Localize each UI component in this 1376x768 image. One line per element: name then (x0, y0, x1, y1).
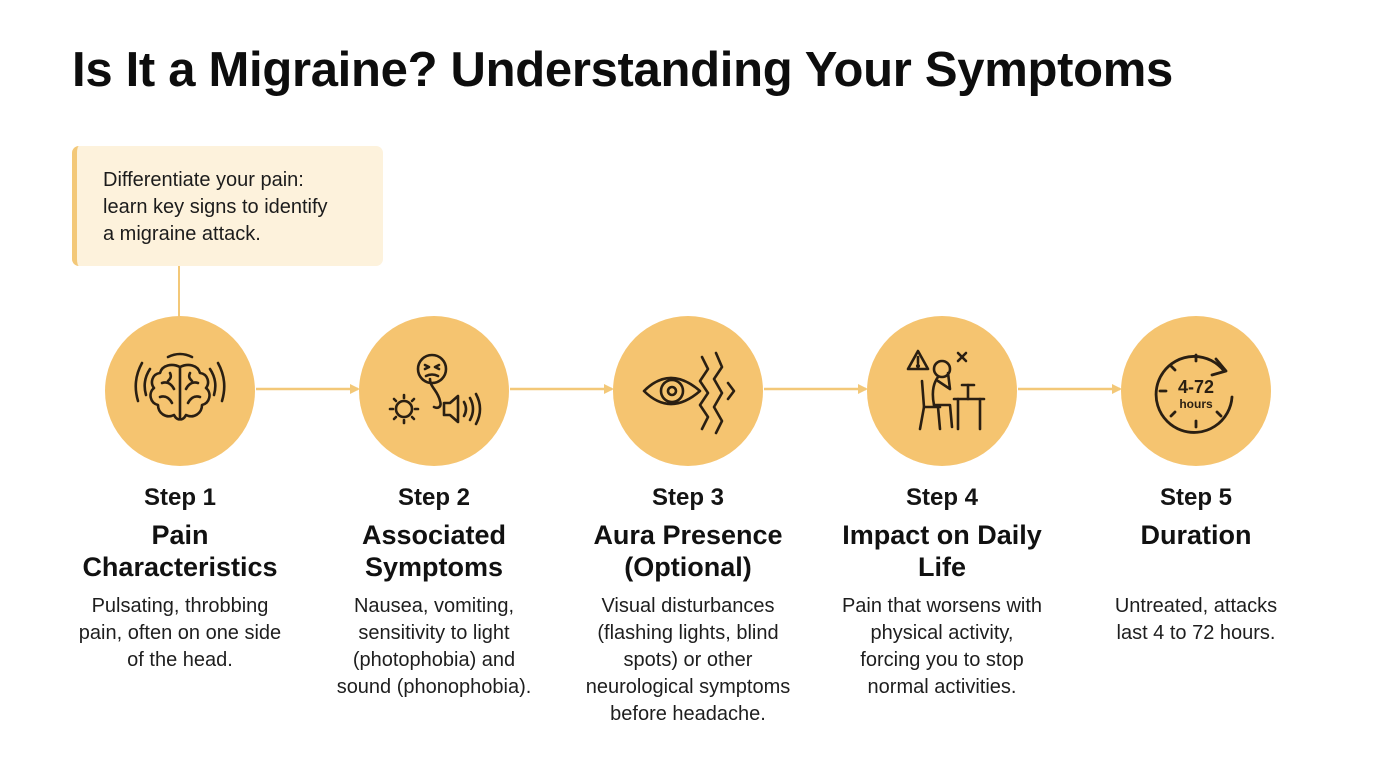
person-at-desk-icon (906, 349, 986, 431)
step-3-circle (613, 316, 763, 466)
step-4-title-line-2: Life (917, 552, 966, 582)
page-title: Is It a Migraine? Understanding Your Sym… (72, 43, 1173, 97)
step-2-desc-line-4: sound (phonophobia). (336, 676, 532, 698)
callout-connector-line (178, 266, 180, 318)
step-5: 4-72 hours Step 5 Duration Untreated, at… (1066, 316, 1326, 647)
step-2-title: Associated Symptoms (304, 519, 564, 583)
step-3-description: Visual disturbances (flashing lights, bl… (558, 593, 818, 728)
step-5-desc-line-1: Untreated, attacks (1114, 595, 1278, 617)
step-3-desc-line-3: spots) or other (623, 649, 753, 671)
step-2-number: Step 2 (397, 484, 471, 511)
callout-line-3: a migraine attack. (103, 223, 261, 245)
clock-unit-text: hours (1179, 397, 1213, 411)
step-1-circle (105, 316, 255, 466)
step-5-description: Untreated, attacks last 4 to 72 hours. (1066, 593, 1326, 647)
step-4-desc-line-4: normal activities. (867, 676, 1017, 698)
step-4-title: Impact on Daily Life (812, 519, 1072, 583)
step-1-title-line-1: Pain (151, 520, 209, 550)
step-4: Step 4 Impact on Daily Life Pain that wo… (812, 316, 1072, 701)
step-5-number: Step 5 (1159, 484, 1233, 511)
step-3-desc-line-1: Visual disturbances (601, 595, 775, 617)
step-3-desc-line-5: before headache. (610, 703, 766, 725)
step-4-desc-line-1: Pain that worsens with (841, 595, 1043, 617)
eye-aura-icon (642, 351, 736, 435)
step-2-circle (359, 316, 509, 466)
step-4-number: Step 4 (905, 484, 979, 511)
callout-line-2: learn key signs to identify (103, 196, 328, 218)
step-1-description: Pulsating, throbbing pain, often on one … (50, 593, 310, 674)
step-1-desc-line-2: pain, often on one side (78, 622, 282, 644)
step-2: Step 2 Associated Symptoms Nausea, vomit… (304, 316, 564, 701)
intro-callout: Differentiate your pain: learn key signs… (72, 146, 383, 266)
step-3: Step 3 Aura Presence (Optional) Visual d… (558, 316, 818, 728)
step-4-desc-line-2: physical activity, (870, 622, 1014, 644)
clock-duration-text: 4-72 (1178, 377, 1214, 397)
step-5-circle: 4-72 hours (1121, 316, 1271, 466)
step-3-desc-line-4: neurological symptoms (585, 676, 791, 698)
step-3-number: Step 3 (651, 484, 725, 511)
step-1-desc-line-3: of the head. (127, 649, 233, 671)
step-2-desc-line-2: sensitivity to light (358, 622, 510, 644)
step-2-title-line-1: Associated (361, 520, 507, 550)
step-2-desc-line-1: Nausea, vomiting, (353, 595, 515, 617)
callout-line-1: Differentiate your pain: (103, 169, 304, 191)
step-3-desc-line-2: (flashing lights, blind (597, 622, 779, 644)
step-3-title-line-2: (Optional) (624, 552, 752, 582)
clock-icon: 4-72 hours (1154, 353, 1234, 434)
step-1-number: Step 1 (143, 484, 217, 511)
step-5-desc-line-2: last 4 to 72 hours. (1116, 622, 1276, 644)
step-1-title-line-2: Characteristics (82, 552, 278, 582)
step-4-description: Pain that worsens with physical activity… (812, 593, 1072, 701)
step-1-title: Pain Characteristics (50, 519, 310, 583)
step-4-desc-line-3: forcing you to stop (860, 649, 1024, 671)
nausea-light-sound-icon (388, 353, 482, 426)
step-2-desc-line-3: (photophobia) and (352, 649, 516, 671)
step-5-title-line-1: Duration (1140, 520, 1252, 550)
step-4-title-line-1: Impact on Daily (842, 520, 1042, 550)
step-3-title: Aura Presence (Optional) (558, 519, 818, 583)
step-3-title-line-1: Aura Presence (593, 520, 783, 550)
step-4-circle (867, 316, 1017, 466)
step-2-title-line-2: Symptoms (364, 552, 504, 582)
brain-icon (134, 352, 226, 421)
step-1: Step 1 Pain Characteristics Pulsating, t… (50, 316, 310, 674)
step-1-desc-line-1: Pulsating, throbbing (91, 595, 269, 617)
step-2-description: Nausea, vomiting, sensitivity to light (… (304, 593, 564, 701)
step-5-title: Duration (1066, 519, 1326, 551)
